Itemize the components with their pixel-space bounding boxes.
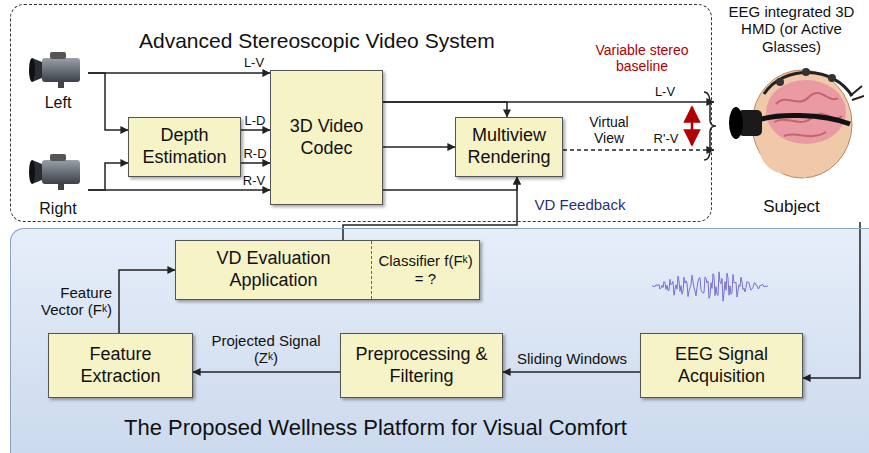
edge-label: R-V [240,174,268,189]
annotation-label: Variable stereo baseline [583,42,701,74]
baseline-arrow [691,107,694,145]
connector [119,270,175,333]
edge-label: L-V [648,85,682,100]
box-label: Multiview Rendering [460,125,558,168]
connector [88,163,128,190]
process-box: Feature Extraction [48,333,193,398]
view-label: R'-V [648,132,684,147]
eeg-waveform [652,272,768,301]
process-box: EEG Signal Acquisition [640,333,803,398]
edge-label: Virtual View [574,114,644,146]
subject-label: Subject [714,197,869,217]
connector [383,101,714,103]
connector [503,371,640,373]
process-box: Depth Estimation [128,117,241,177]
camera: Left [28,48,88,112]
edge-label: Feature Vector (Fᵏ) [18,284,112,319]
box-label: VD Evaluation Application [176,248,371,291]
connector [803,222,860,378]
camera: Right [28,150,88,218]
classifier-part: Classifier f(Fᵏ) = ? [371,241,479,299]
connector [241,129,270,131]
head-hmd-illustration [714,52,864,192]
process-box: 3D Video Codec [270,70,383,205]
camera-icon [28,150,88,192]
camera-label: Right [28,200,88,218]
evaluation-part: VD Evaluation Application [176,241,371,299]
region-title: The Proposed Wellness Platform for Visua… [124,415,627,441]
connector [383,146,455,148]
connector [193,371,340,373]
box-label: Depth Estimation [133,125,236,168]
connector [383,177,517,190]
edge-label: L-D [241,114,269,129]
process-box: Multiview Rendering [455,117,563,177]
edge-label: VD Feedback [525,196,635,213]
box-label: Feature Extraction [53,344,188,387]
connector [241,162,270,164]
evaluation-box: VD Evaluation ApplicationClassifier f(Fᵏ… [175,240,480,300]
connector [563,149,714,151]
edge-label: Sliding Windows [510,350,634,367]
edge-label: R-D [241,147,269,162]
connector [88,189,270,191]
region-title: Advanced Stereoscopic Video System [139,29,495,53]
device-heading: EEG integrated 3D HMD (or Active Glasses… [714,3,869,55]
system-region: Advanced Stereoscopic Video SystemLeftRi… [10,4,712,222]
connector [88,72,270,74]
edge-label: L-V [240,56,268,71]
camera-icon [28,48,88,90]
platform-ground [10,228,869,453]
connector [88,73,128,130]
subject-figure: EEG integrated 3D HMD (or Active Glasses… [714,0,869,222]
camera-label: Left [28,94,88,112]
process-box: Preprocessing & Filtering [340,333,503,398]
classifier-label: Classifier f(Fᵏ) = ? [376,252,475,288]
box-label: 3D Video Codec [275,116,378,159]
platform-region: The Proposed Wellness Platform for Visua… [10,228,869,453]
connector [383,102,507,117]
edge-label: Projected Signal (Zᵏ) [200,332,332,367]
box-label: EEG Signal Acquisition [645,344,798,387]
box-label: Preprocessing & Filtering [345,344,498,387]
